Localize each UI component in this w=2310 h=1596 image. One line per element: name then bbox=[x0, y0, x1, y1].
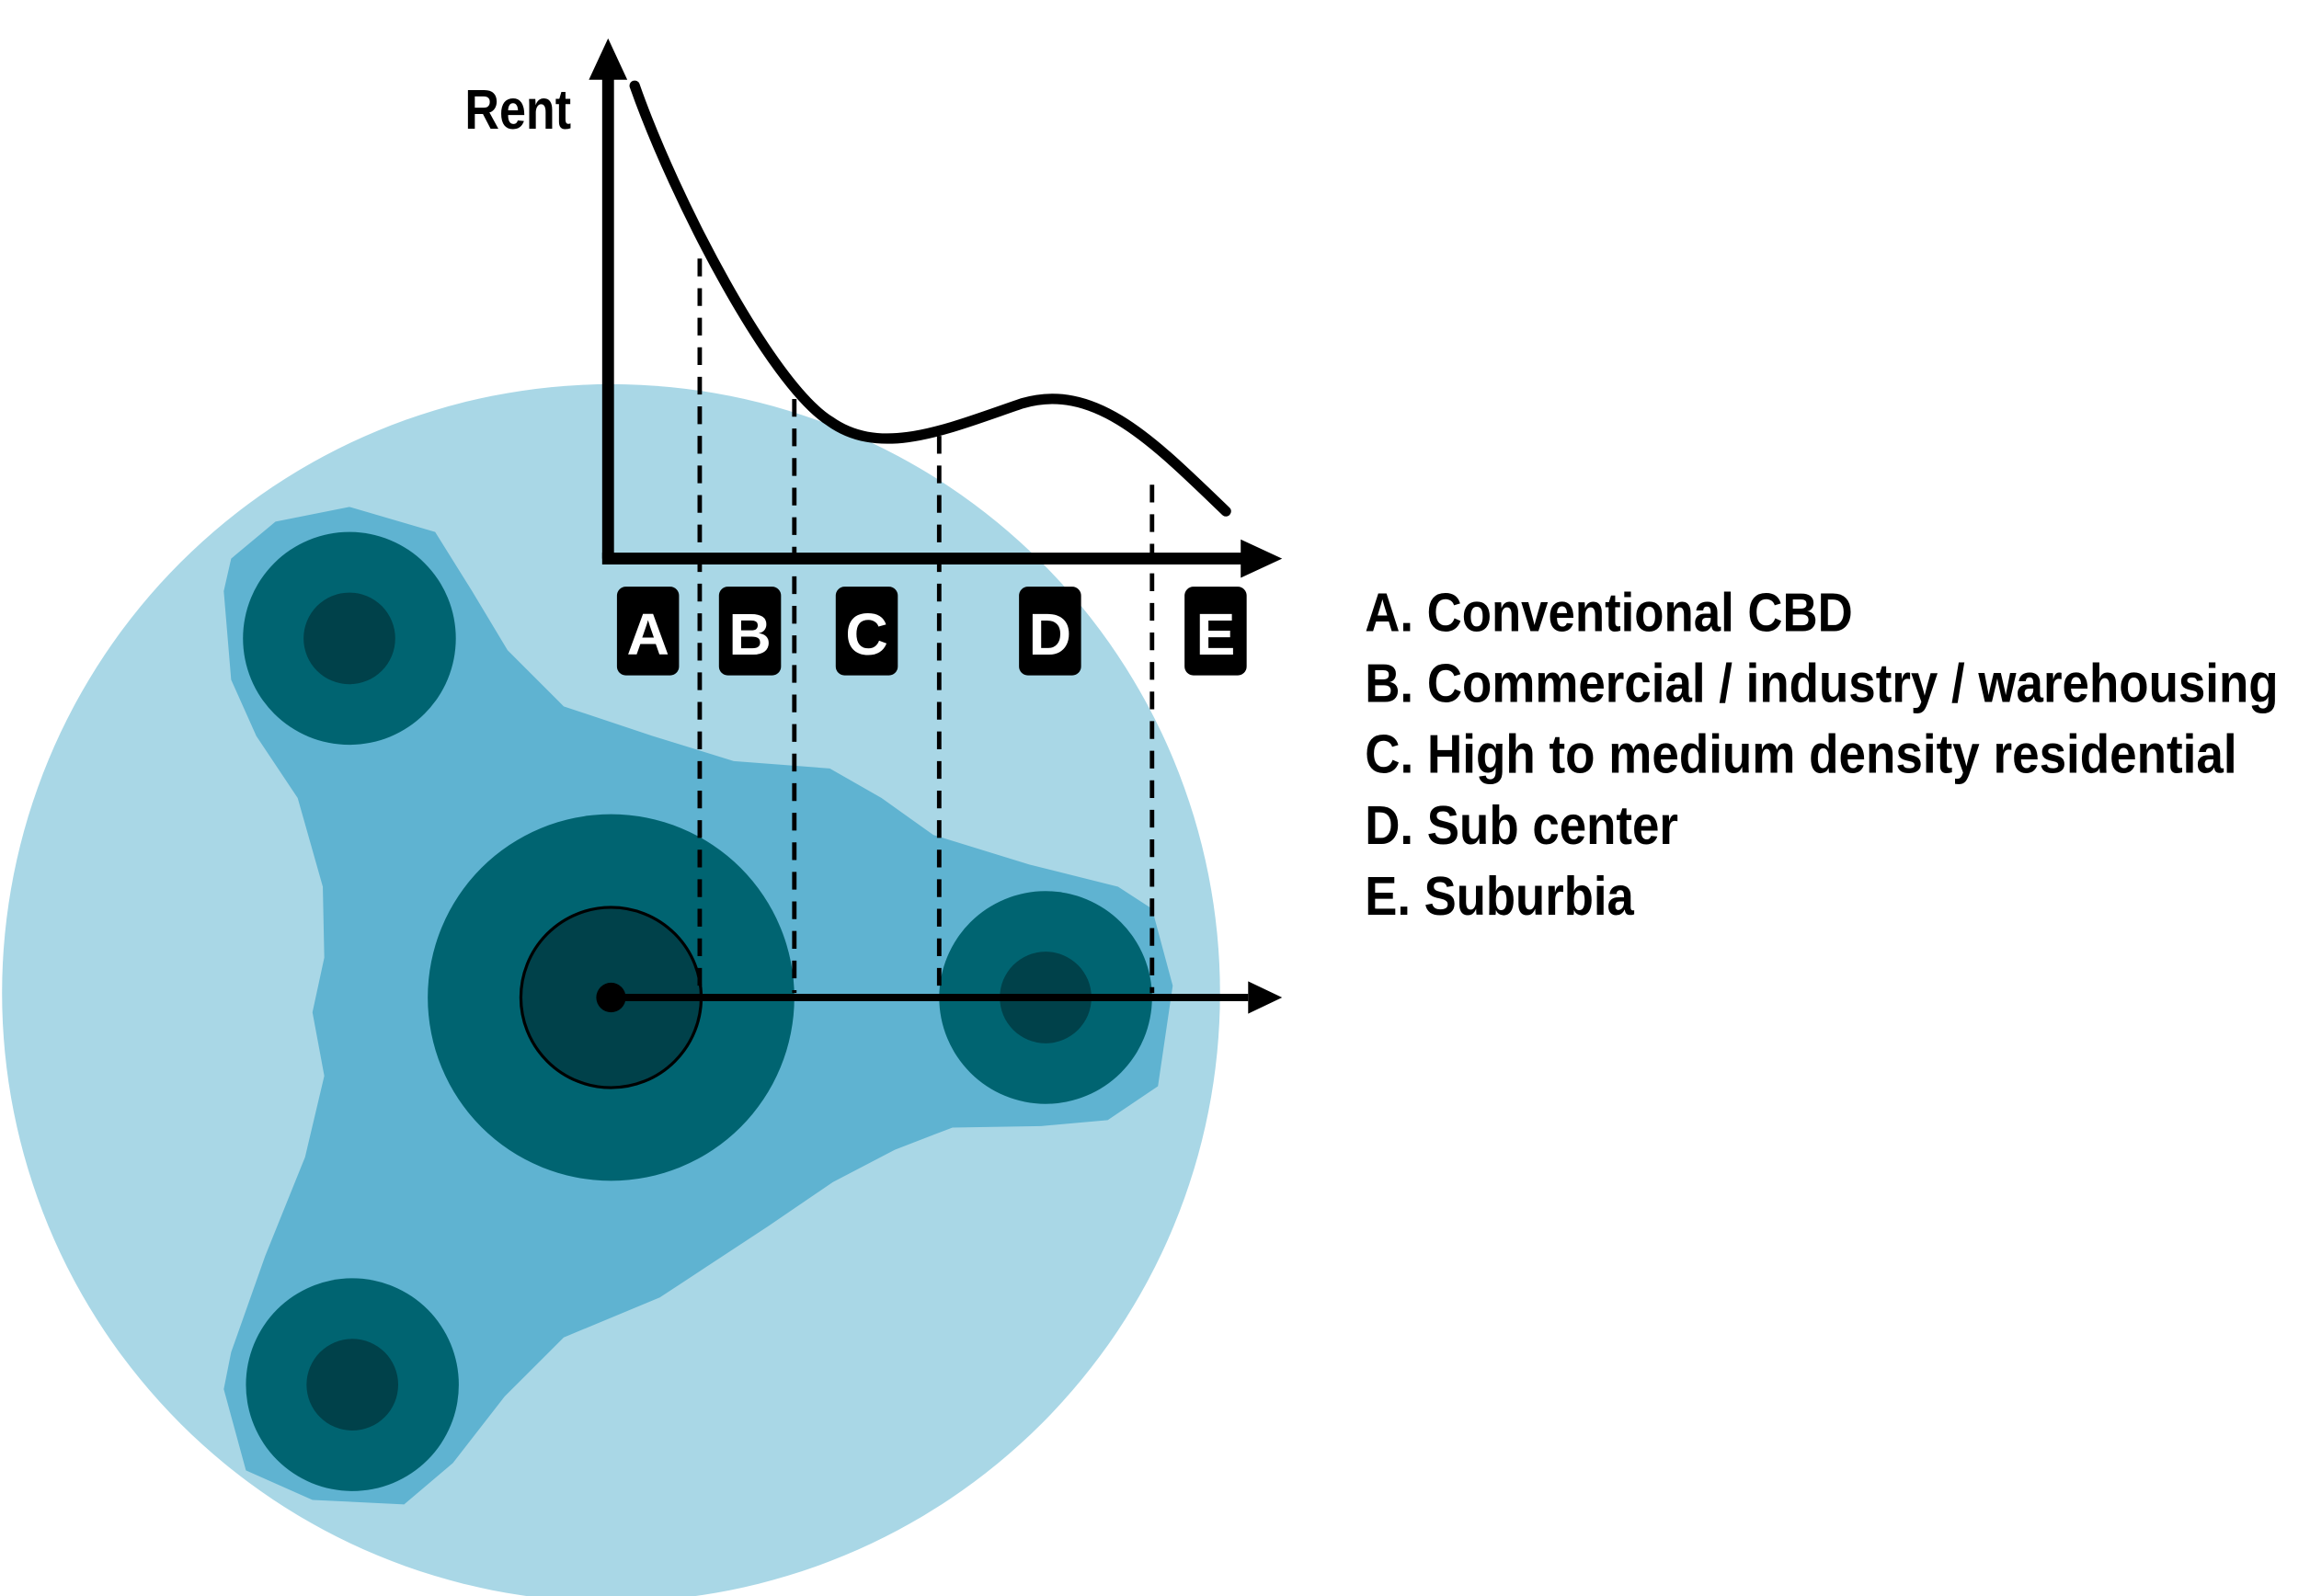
zone-label-e: E bbox=[1184, 587, 1247, 676]
legend-item-d: D. Sub center bbox=[1365, 794, 1678, 856]
legend: A. Conventional CBD B. Commercial / indu… bbox=[1365, 581, 2278, 927]
zone-label-b: B bbox=[718, 587, 782, 676]
zone-letter: B bbox=[728, 601, 771, 667]
sub-center-core bbox=[306, 1339, 399, 1431]
zone-boundaries bbox=[697, 258, 1155, 994]
legend-item-e: E. Suburbia bbox=[1365, 865, 1634, 927]
sub-center-bottom-left bbox=[246, 1278, 459, 1491]
y-axis-label: Rent bbox=[464, 78, 571, 141]
zone-label-d: D bbox=[1019, 587, 1081, 676]
rent-chart-axes bbox=[589, 38, 1283, 578]
legend-item-b: B. Commercial / industry / warehousing bbox=[1365, 653, 2278, 714]
y-axis-arrowhead bbox=[589, 38, 628, 80]
zone-label-c: C bbox=[835, 587, 898, 676]
x-axis-arrowhead bbox=[1241, 539, 1283, 578]
sub-center-top-left bbox=[243, 531, 456, 746]
legend-item-c: C. High to medium density residential bbox=[1365, 724, 2236, 785]
zone-letter: A bbox=[626, 601, 669, 667]
rent-curve bbox=[629, 80, 1231, 517]
zone-label-a: A bbox=[616, 587, 680, 676]
zone-letter: C bbox=[845, 601, 887, 667]
zone-letter: E bbox=[1195, 601, 1235, 667]
distance-arrow bbox=[611, 981, 1283, 1014]
sub-center-core bbox=[303, 592, 395, 685]
legend-item-a: A. Conventional CBD bbox=[1365, 581, 1852, 643]
zone-letter: D bbox=[1029, 601, 1071, 667]
